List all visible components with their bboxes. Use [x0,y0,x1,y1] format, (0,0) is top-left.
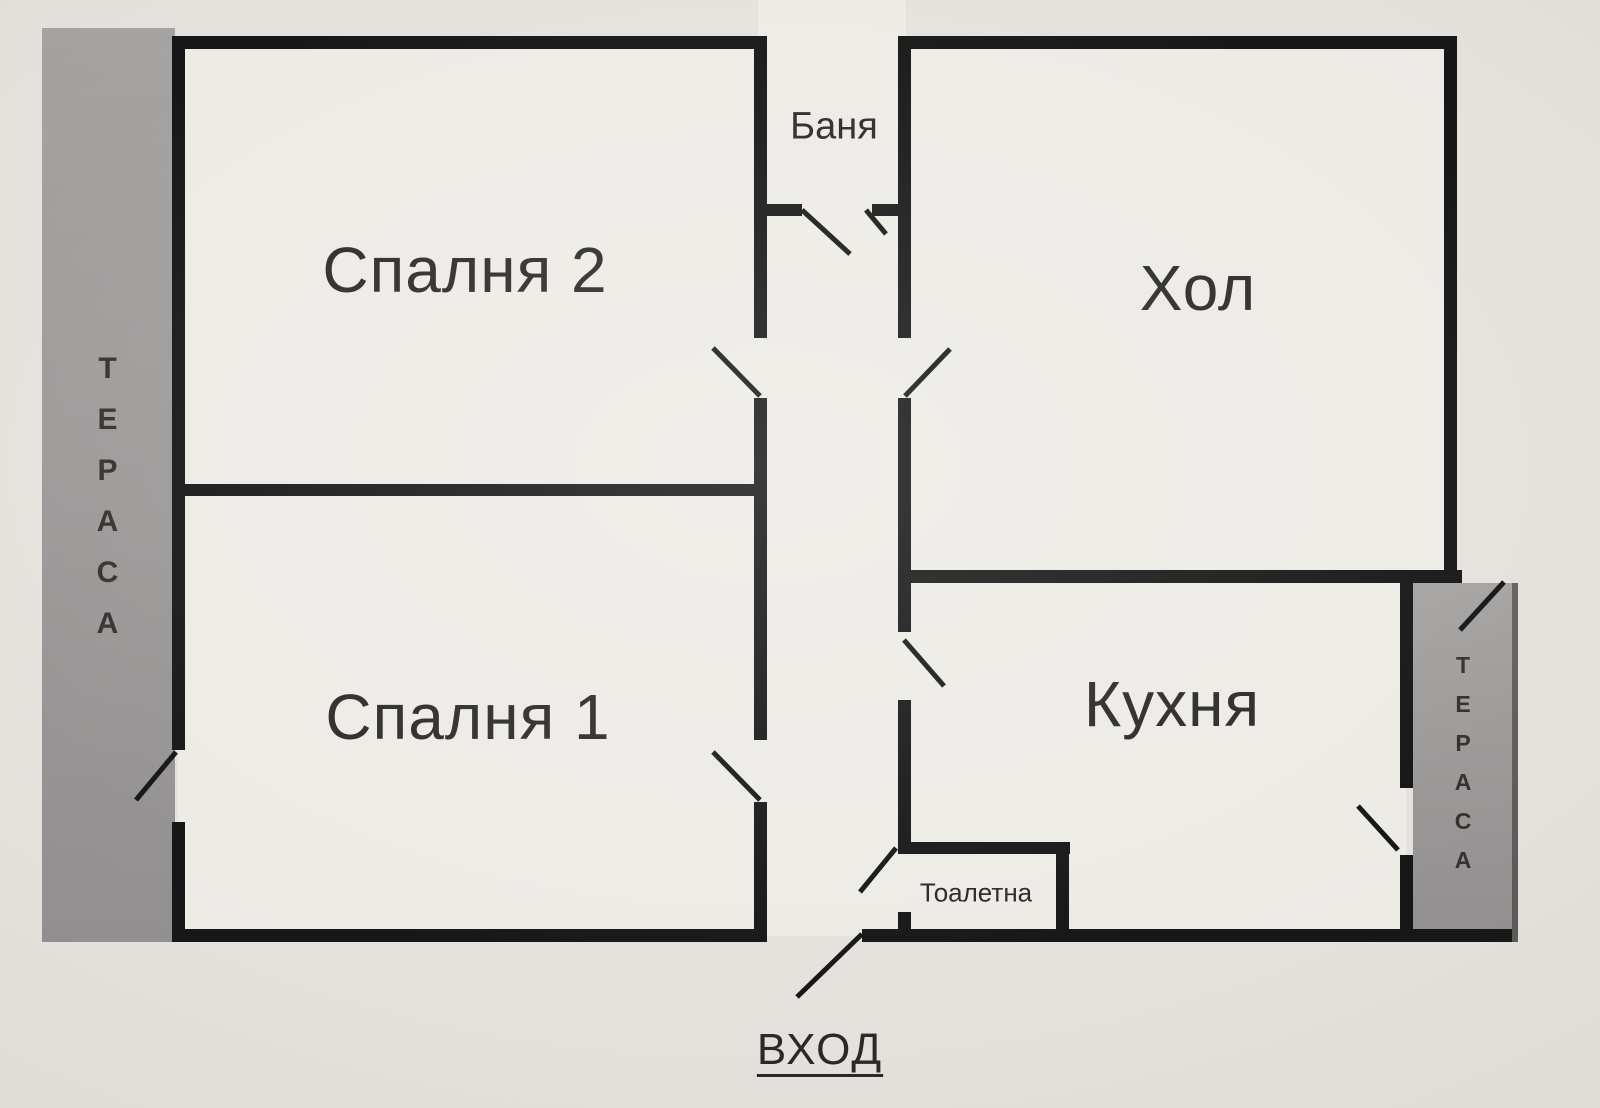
wall-segment [1056,842,1069,942]
wall-segment [898,700,911,842]
door-toilet [858,846,898,894]
wall-segment [172,36,185,750]
terrace-left-area [42,28,175,942]
door-terrace-right-top [1458,580,1506,632]
wall-segment [872,204,911,216]
wall-segment [898,842,1070,854]
door-entrance [795,932,864,999]
wall-segment [898,398,911,632]
walls-layer [172,36,1512,942]
wall-segment [172,484,767,496]
room-bedroom2-label: Спалня 2 [322,234,608,306]
wall-segment [1413,929,1512,942]
entrance-label: ВХОД [756,1025,884,1074]
wall-segment [1400,855,1413,942]
door-swing-lines [134,208,1506,999]
room-living-label: Хол [1139,252,1257,324]
wall-segment [1444,36,1457,583]
door-living [903,347,952,398]
wall-segment [754,802,767,942]
door-terrace-left [134,750,178,802]
room-toilet-label: Тоалетна [919,877,1033,908]
terrace-right-area [1413,583,1518,942]
terrace-right-label: ТЕРАСА [1450,652,1476,886]
wall-segment [754,204,802,216]
door-bathroom [800,208,852,256]
wall-segment [172,929,767,942]
wall-segment [898,36,1457,49]
wall-segment [898,36,911,338]
room-bedroom1-label: Спалня 1 [325,681,611,753]
terrace-left-label: ТЕРАСА [91,352,124,658]
room-kitchen-label: Кухня [1083,668,1261,740]
door-kitchen-terrace [1356,804,1400,852]
wall-segment [172,36,767,49]
door-kitchen [902,638,946,688]
door-bathroom-tick [864,208,888,236]
wall-segment [1400,570,1413,788]
floor-area-bottom [178,576,1406,936]
floor-areas [178,0,1450,936]
wall-segment [898,570,1462,583]
bathroom-area [758,0,906,50]
room-bathroom-label: Баня [790,105,878,148]
wall-segment [172,822,185,942]
door-bedroom1 [711,750,762,802]
wall-segment [754,398,767,740]
wall-segment [862,929,1413,942]
wall-segment [898,912,911,942]
wall-segment [754,36,767,338]
door-bedroom2 [711,346,762,398]
